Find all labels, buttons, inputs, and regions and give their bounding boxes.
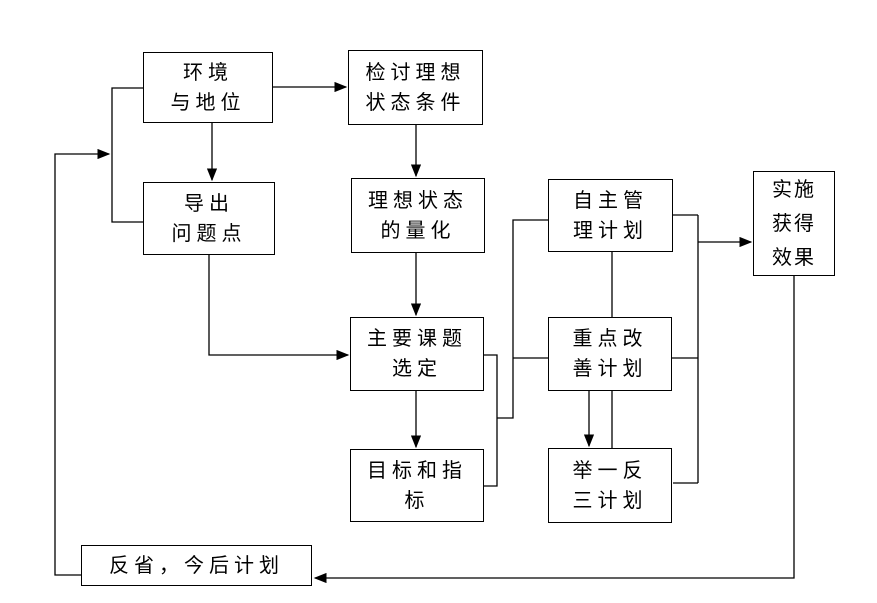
node-derive-problem-points: 导出 问题点 bbox=[143, 182, 275, 255]
node-quantify-ideal-state-label: 理想状态 的量化 bbox=[368, 189, 468, 242]
node-key-improvement-plan-label: 重点改 善计划 bbox=[572, 328, 648, 380]
arrow-effect-to-reflect bbox=[313, 276, 795, 584]
node-environment-position-label: 环境 与地位 bbox=[170, 61, 246, 114]
node-extrapolation-plan-label: 举一反 三计划 bbox=[572, 459, 648, 512]
connector-topic-goals-bracket bbox=[484, 354, 498, 487]
node-reflect-future-plan: 反省，今后计划 bbox=[81, 545, 312, 586]
node-implement-get-results: 实施 获得 效果 bbox=[753, 171, 835, 276]
arrow-derive-to-topic bbox=[208, 255, 350, 361]
node-self-management-plan: 自主管 理计划 bbox=[548, 179, 673, 252]
node-reflect-future-plan-label: 反省，今后计划 bbox=[109, 554, 284, 577]
node-key-improvement-plan: 重点改 善计划 bbox=[548, 317, 672, 391]
arrow-reflect-feedback-loop bbox=[54, 148, 111, 576]
node-review-ideal-conditions: 检讨理想 状态条件 bbox=[348, 50, 483, 125]
node-environment-position: 环境 与地位 bbox=[143, 52, 273, 123]
node-extrapolation-plan: 举一反 三计划 bbox=[548, 448, 672, 523]
connector-env-derive-elbow bbox=[111, 87, 143, 223]
node-implement-get-results-label: 实施 获得 效果 bbox=[772, 178, 816, 269]
node-self-management-plan-label: 自主管 理计划 bbox=[573, 189, 648, 242]
node-goals-and-indicators: 目标和指 标 bbox=[350, 449, 484, 522]
node-select-main-topic-label: 主要课题 选定 bbox=[367, 328, 467, 380]
connector-bracket-riser-to-self-plan bbox=[497, 219, 548, 419]
node-quantify-ideal-state: 理想状态 的量化 bbox=[351, 178, 485, 253]
node-goals-and-indicators-label: 目标和指 标 bbox=[367, 459, 467, 512]
node-derive-problem-points-label: 导出 问题点 bbox=[171, 192, 247, 245]
node-select-main-topic: 主要课题 选定 bbox=[350, 317, 484, 391]
node-review-ideal-conditions-label: 检讨理想 状态条件 bbox=[365, 61, 466, 114]
